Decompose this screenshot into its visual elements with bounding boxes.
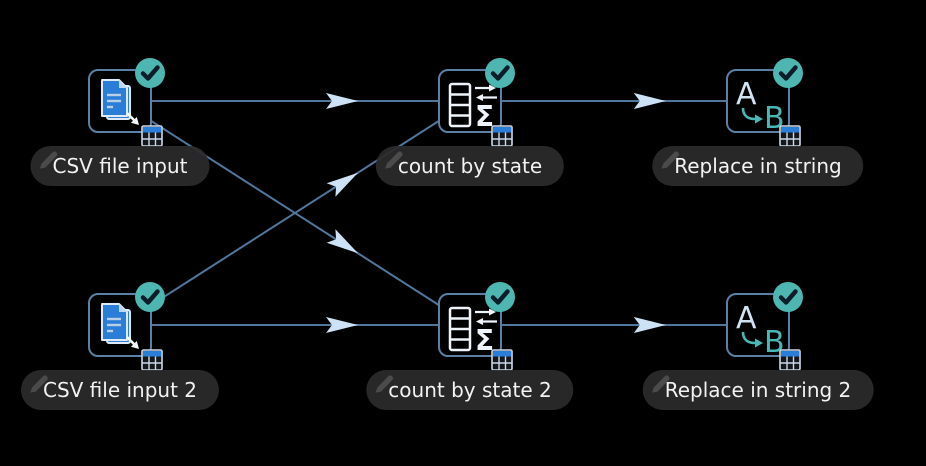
checkmark-icon (778, 289, 798, 305)
hop-arrowhead[interactable] (326, 317, 358, 333)
hop-arrowhead[interactable] (326, 229, 358, 254)
label-count-by-state[interactable]: count by state (375, 146, 565, 186)
checkmark-icon (490, 289, 510, 305)
swap-arrows-icon (475, 84, 497, 101)
csv-file-icon (101, 303, 139, 349)
label-count-by-state-2[interactable]: count by state 2 (366, 370, 574, 410)
svg-text:A: A (736, 77, 757, 112)
file-to-table-arrow-icon (126, 336, 139, 349)
data-grid-icon[interactable] (779, 125, 801, 147)
hop-line[interactable] (119, 100, 471, 326)
status-success-badge (773, 58, 803, 88)
node-replace-in-string-2[interactable]: A B (726, 282, 803, 371)
edit-pencil-icon[interactable] (371, 371, 397, 397)
step-label-text: Replace in string 2 (664, 378, 852, 402)
node-count-by-state[interactable]: Σ (438, 58, 515, 147)
svg-text:A: A (736, 301, 757, 336)
label-csv-file-input-2[interactable]: CSV file input 2 (20, 370, 220, 410)
step-label-text: count by state (397, 154, 543, 178)
group-by-icon: Σ (448, 82, 497, 133)
node-replace-in-string[interactable]: A B (726, 58, 803, 147)
data-grid-icon[interactable] (491, 349, 513, 371)
status-success-badge (773, 282, 803, 312)
edit-pencil-icon[interactable] (381, 147, 407, 173)
edit-pencil-icon[interactable] (26, 371, 52, 397)
group-by-icon: Σ (448, 306, 497, 357)
swap-arrows-icon (475, 308, 497, 325)
label-replace-in-string[interactable]: Replace in string (652, 146, 864, 186)
replace-a-to-b-icon: A B (736, 77, 785, 135)
file-to-table-arrow-icon (126, 112, 139, 125)
node-count-by-state-2[interactable]: Σ (438, 282, 515, 371)
edit-pencil-icon[interactable] (36, 147, 62, 173)
data-grid-icon[interactable] (491, 125, 513, 147)
data-grid-icon[interactable] (141, 349, 163, 371)
status-success-badge (135, 282, 165, 312)
hop-arrowhead[interactable] (326, 172, 358, 197)
checkmark-icon (778, 65, 798, 81)
data-grid-icon[interactable] (141, 125, 163, 147)
label-csv-file-input[interactable]: CSV file input (30, 146, 210, 186)
status-success-badge (135, 58, 165, 88)
step-label-text: CSV file input 2 (42, 378, 198, 402)
edit-pencil-icon[interactable] (648, 371, 674, 397)
step-label-text: count by state 2 (388, 378, 552, 402)
node-csv-file-input-2[interactable] (88, 282, 165, 371)
node-csv-file-input[interactable] (88, 58, 165, 147)
hop-arrowhead[interactable] (326, 93, 358, 109)
checkmark-icon (490, 65, 510, 81)
step-label-text: Replace in string (674, 154, 842, 178)
hop-arrowhead[interactable] (633, 317, 666, 333)
edit-pencil-icon[interactable] (657, 147, 683, 173)
data-grid-icon[interactable] (779, 349, 801, 371)
step-label-text: CSV file input (52, 154, 188, 178)
status-success-badge (485, 58, 515, 88)
sigma-glyph: Σ (475, 100, 494, 133)
csv-file-icon (101, 79, 139, 125)
hop-arrowhead[interactable] (633, 93, 666, 109)
checkmark-icon (140, 289, 160, 305)
sigma-glyph: Σ (475, 324, 494, 357)
status-success-badge (485, 282, 515, 312)
checkmark-icon (140, 65, 160, 81)
label-replace-in-string-2[interactable]: Replace in string 2 (642, 370, 874, 410)
